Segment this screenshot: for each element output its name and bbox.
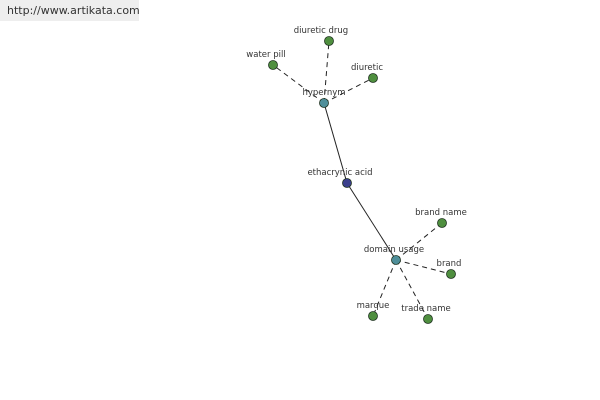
edge-center-hypernym: [323, 102, 348, 184]
edge-center-domain-usage: [346, 182, 397, 261]
edge-domain-usage-brand-name: [395, 222, 443, 261]
label-leaf-trade-name: trade name: [401, 304, 450, 314]
edges: [272, 40, 452, 320]
label-leaf-brand-name: brand name: [415, 208, 467, 218]
url-banner: http://www.artikata.com: [0, 0, 140, 21]
edge-hypernym-diuretic: [323, 77, 374, 104]
node-leaf-brand-name[interactable]: [437, 218, 447, 228]
label-relation-hypernym: hypernym: [302, 88, 345, 98]
node-leaf-marque[interactable]: [368, 311, 378, 321]
node-leaf-water-pill[interactable]: [268, 60, 278, 70]
node-leaf-diuretic-drug[interactable]: [324, 36, 334, 46]
node-leaf-trade-name[interactable]: [423, 314, 433, 324]
label-leaf-brand: brand: [437, 259, 462, 269]
label-leaf-marque: marque: [357, 301, 390, 311]
label-leaf-diuretic-drug: diuretic drug: [294, 26, 348, 36]
edge-domain-usage-trade-name: [395, 259, 429, 320]
label-center: ethacrynic acid: [307, 168, 372, 178]
label-leaf-diuretic: diuretic: [351, 63, 383, 73]
edge-hypernym-diuretic-drug: [323, 40, 330, 104]
node-center[interactable]: [342, 178, 352, 188]
edge-hypernym-water-pill: [272, 64, 325, 104]
url-link[interactable]: http://www.artikata.com: [7, 4, 140, 17]
node-relation-hypernym[interactable]: [319, 98, 329, 108]
nodes: [268, 36, 456, 324]
edge-domain-usage-brand: [395, 259, 452, 275]
label-relation-domain-usage: domain usage: [364, 245, 424, 255]
node-leaf-diuretic[interactable]: [368, 73, 378, 83]
edge-domain-usage-marque: [372, 259, 397, 317]
label-leaf-water-pill: water pill: [246, 50, 285, 60]
node-relation-domain-usage[interactable]: [391, 255, 401, 265]
labels: ethacrynic acid hypernym diuretic drug wate…: [246, 26, 467, 314]
node-leaf-brand[interactable]: [446, 269, 456, 279]
